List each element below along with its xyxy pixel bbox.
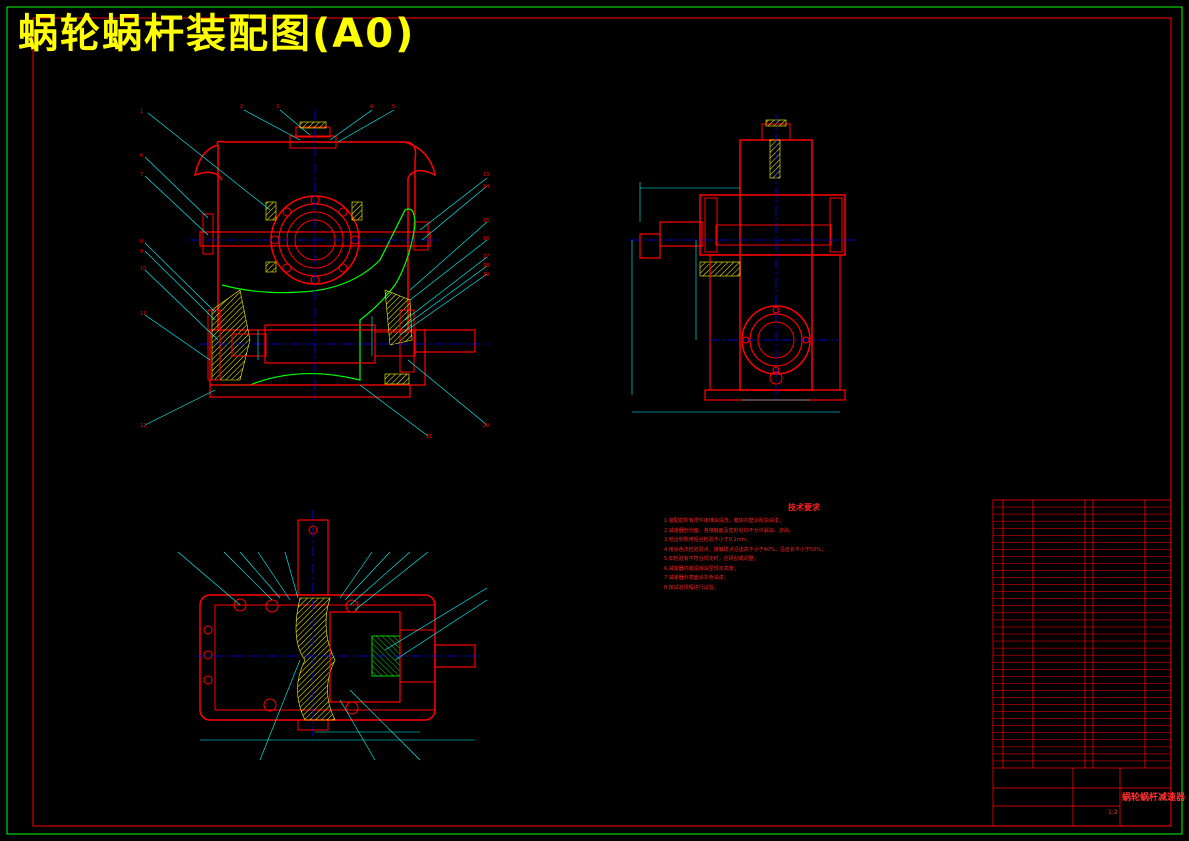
- svg-text:12: 12: [140, 423, 146, 429]
- svg-text:16: 16: [483, 236, 489, 242]
- svg-text:2: 2: [240, 104, 243, 110]
- svg-text:3: 3: [276, 104, 279, 110]
- svg-text:15: 15: [483, 218, 489, 224]
- svg-text:7: 7: [140, 172, 143, 178]
- title-block-name: 蜗轮蜗杆减速器: [1122, 793, 1186, 803]
- svg-text:8: 8: [140, 239, 143, 245]
- tech-item: 4.用涂色法检验斑点，接触斑点沿齿高不小于40%，沿齿长不小于50%；: [664, 546, 827, 553]
- outer-frame: [6, 6, 1183, 835]
- svg-text:14: 14: [483, 184, 489, 190]
- title-block-scale: 1:2: [1108, 809, 1118, 816]
- tech-item: 7.减速器外表面涂灰色油漆；: [664, 575, 729, 581]
- tech-item: 1.装配前所有零件用煤油清洗，箱体内壁涂耐油油漆；: [664, 518, 784, 524]
- svg-text:13: 13: [483, 172, 489, 178]
- top-view: [177, 510, 488, 761]
- svg-text:9: 9: [140, 249, 143, 255]
- svg-text:10: 10: [140, 266, 146, 272]
- svg-text:17: 17: [483, 254, 489, 260]
- drawing-title: 蜗轮蜗杆装配图(A0): [18, 11, 416, 57]
- inner-frame: [32, 17, 1172, 827]
- svg-text:11: 11: [140, 311, 146, 317]
- side-view: [630, 115, 855, 413]
- svg-text:18: 18: [483, 263, 489, 269]
- svg-text:20: 20: [483, 423, 489, 429]
- technical-requirements: 技术要求 1.装配前所有零件用煤油清洗，箱体内壁涂耐油油漆； 2.减速器剖分面、…: [664, 502, 984, 593]
- svg-text:6: 6: [140, 153, 143, 159]
- title-block: [992, 499, 1172, 827]
- svg-text:4: 4: [370, 104, 373, 110]
- tech-item: 5.如检验有不符合规定时，应研刮或调整；: [664, 556, 759, 562]
- tech-item: 6.减速器内装润滑油至规定高度；: [664, 565, 739, 572]
- technical-requirements-heading: 技术要求: [788, 503, 820, 512]
- svg-text:21: 21: [426, 434, 432, 440]
- bom-rows: [993, 506, 1171, 762]
- tech-item: 2.减速器剖分面、各接触面及密封处均不允许漏油、渗油；: [664, 527, 794, 534]
- tech-item: 8.按试验规程进行试验。: [664, 584, 719, 591]
- svg-text:19: 19: [483, 272, 489, 278]
- svg-text:5: 5: [392, 104, 395, 110]
- svg-text:1: 1: [140, 109, 143, 115]
- tech-item: 3.啮合侧隙用铅丝检验不小于0.1mm；: [664, 537, 752, 543]
